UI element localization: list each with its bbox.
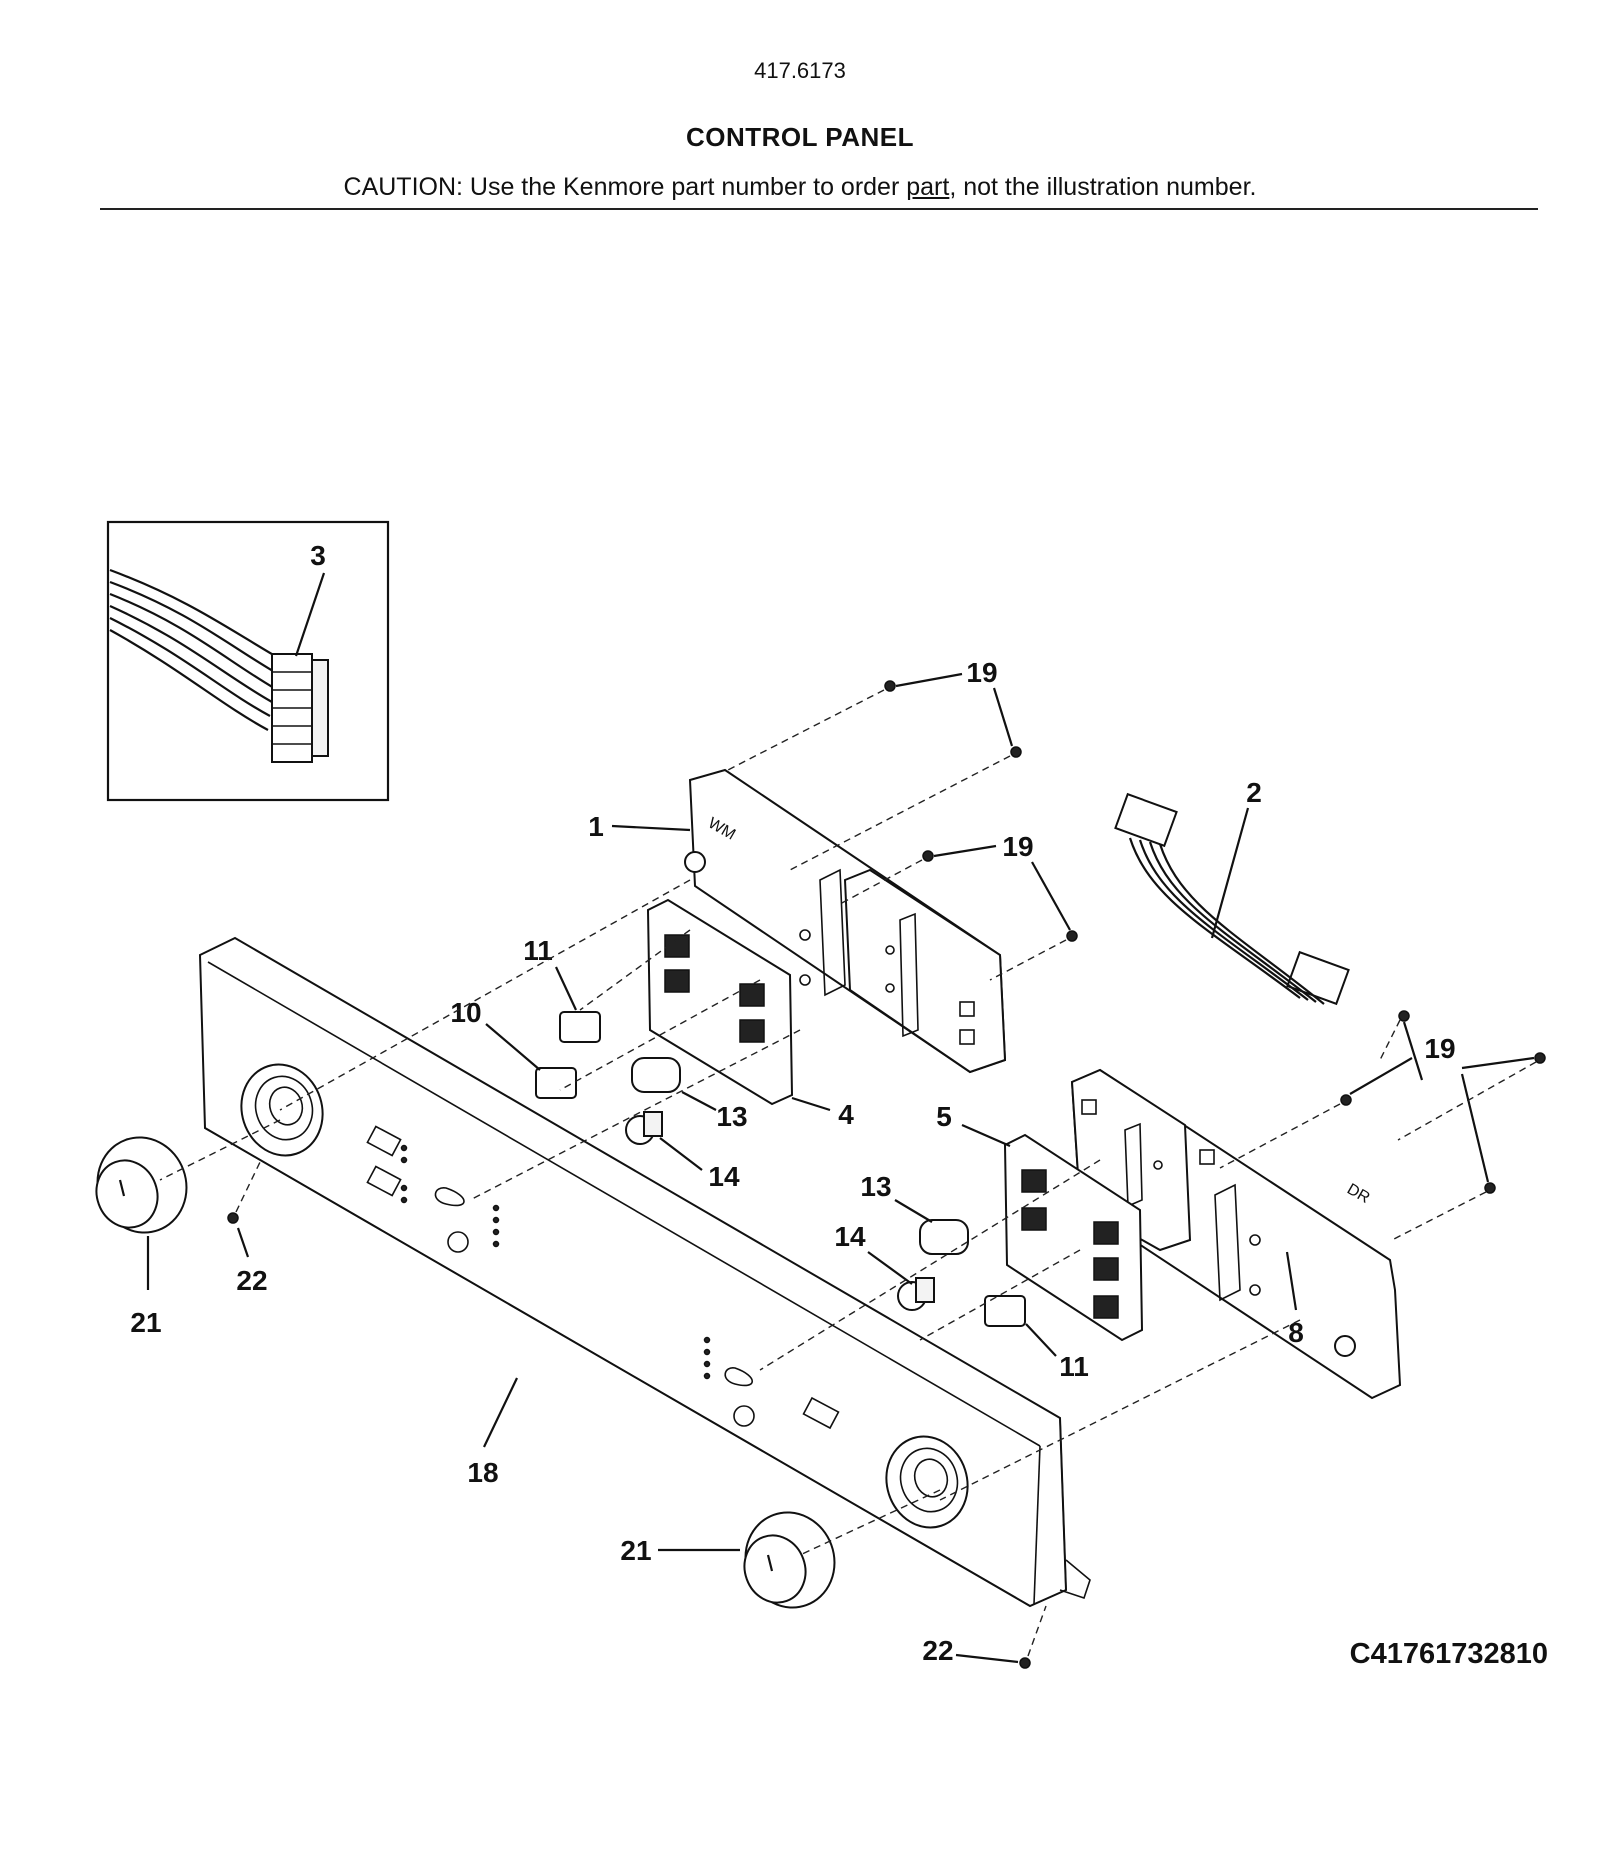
page-title: CONTROL PANEL: [686, 122, 914, 152]
button-part-11-upper: 11: [523, 935, 601, 1043]
screw-right-part-22: 22: [922, 1635, 1031, 1669]
callout-11-lower: 11: [1059, 1351, 1089, 1382]
selector-ring-left: [240, 1063, 324, 1157]
diagram-code: C41761732810: [1349, 1638, 1548, 1670]
inset-connector: [271, 653, 329, 763]
screws-part-19-middle: 19: [922, 831, 1078, 942]
callout-18: 18: [467, 1457, 498, 1488]
button-part-13-lower: 13: [860, 1171, 969, 1255]
caution-underlined-word: part: [906, 173, 950, 201]
button-part-11-lower: 11: [984, 1295, 1089, 1382]
callout-21-left: 21: [130, 1307, 161, 1338]
callout-5: 5: [936, 1101, 952, 1132]
knob-right-part-21: 21: [620, 1511, 836, 1609]
callout-14-lower: 14: [834, 1221, 866, 1252]
button-part-14-lower: 14: [834, 1221, 935, 1311]
console-panel-part-18: 18: [198, 936, 1091, 1608]
callout-11-upper: 11: [523, 935, 553, 966]
screws-part-19-right: 19: [1340, 1010, 1546, 1194]
header-rule: [100, 208, 1538, 210]
caution-suffix: , not the illustration number.: [949, 173, 1257, 201]
inset-wire-harness: [109, 568, 283, 731]
button-part-10: 10: [450, 997, 577, 1099]
knob-left-part-21: 21: [95, 1136, 188, 1338]
callout-10: 10: [450, 997, 481, 1028]
assembly-dashed-lines: [159, 689, 1537, 1657]
board-mark-dr: DR: [1344, 1181, 1373, 1207]
inset-box-part-3: 3: [106, 520, 390, 802]
screw-left-part-22: 22: [227, 1212, 268, 1296]
model-number: 417.6173: [754, 58, 846, 83]
callout-1: 1: [588, 811, 604, 842]
callout-19-middle: 19: [1002, 831, 1033, 862]
keypad-part-5: 5: [936, 1101, 1144, 1342]
callout-21-right: 21: [620, 1535, 651, 1566]
callout-2: 2: [1246, 777, 1262, 808]
callout-13-lower: 13: [860, 1171, 891, 1202]
callout-4: 4: [838, 1099, 854, 1130]
callout-8: 8: [1288, 1317, 1304, 1348]
callout-19-top: 19: [966, 657, 997, 688]
harness-part-2: 2: [1114, 777, 1350, 1006]
callout-13-upper: 13: [716, 1101, 747, 1132]
callout-3: 3: [310, 540, 326, 571]
washer-board-part-1: WM 1: [588, 768, 1007, 1074]
callout-14-upper: 14: [708, 1161, 740, 1192]
callout-22-left: 22: [236, 1265, 267, 1296]
screws-part-19-top: 19: [884, 657, 1022, 758]
button-part-14-upper: 14: [625, 1111, 740, 1192]
caution-note: CAUTION: Use the Kenmore part number to …: [0, 173, 1600, 202]
caution-prefix: CAUTION: Use the Kenmore part number to …: [343, 173, 907, 201]
button-part-13-upper: 13: [631, 1057, 748, 1132]
button-openings-left: [366, 1125, 500, 1253]
callout-19-right: 19: [1424, 1033, 1455, 1064]
dryer-board-part-8: DR 8: [1070, 1068, 1402, 1400]
button-openings-right: [703, 1336, 840, 1430]
callout-22-right: 22: [922, 1635, 953, 1666]
